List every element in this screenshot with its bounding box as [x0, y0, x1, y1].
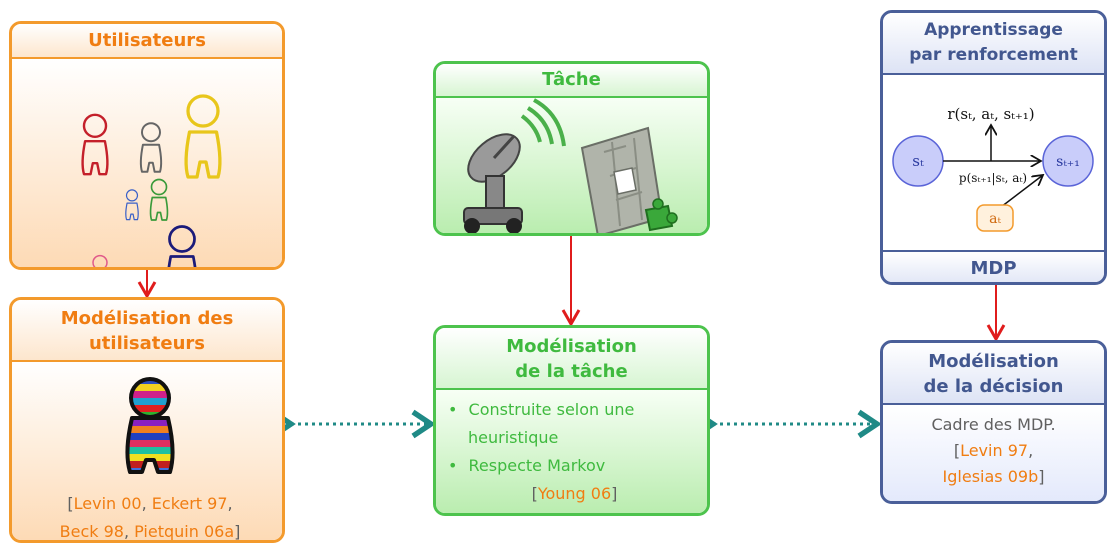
ref-separator: , — [141, 494, 152, 513]
decision-references-line-1: [Levin 97, — [883, 438, 1104, 464]
bullet-dot: • — [448, 456, 458, 475]
title-line-1: Apprentissage — [924, 20, 1063, 40]
box-modelisation-decision: Modélisation de la décision Cadre des MD… — [880, 340, 1107, 504]
title-line-2: par renforcement — [909, 45, 1078, 65]
bracket-open: [ — [531, 484, 538, 503]
box-title: Utilisateurs — [12, 24, 282, 59]
box-title: Tâche — [436, 64, 707, 98]
transition-label: p(sₜ₊₁|sₜ, aₜ) — [959, 171, 1027, 185]
users-illustration — [12, 59, 282, 267]
ref-separator: , — [227, 494, 233, 513]
ref-pietquin-06a[interactable]: Pietquin 06a — [134, 522, 235, 541]
bracket-close: ] — [234, 522, 241, 541]
user-model-body: [Levin 00, Eckert 97, Beck 98, Pietquin … — [12, 362, 282, 541]
task-model-body: • Construite selon une heuristique • Res… — [436, 390, 707, 513]
user-model-references: [Levin 00, Eckert 97, Beck 98, Pietquin … — [12, 490, 282, 541]
title-line-1: Modélisation — [928, 351, 1059, 372]
box-title: Modélisation des utilisateurs — [12, 300, 282, 362]
task-model-reference: [Young 06] — [436, 480, 707, 508]
task-illustration — [436, 98, 707, 233]
title-line-2: de la décision — [923, 376, 1064, 397]
ref-young-06[interactable]: Young 06 — [537, 484, 612, 503]
box-modelisation-utilisateurs: Modélisation des utilisateurs — [9, 297, 285, 543]
mdp-diagram: r(sₜ, aₜ, sₜ₊₁) sₜ sₜ₊₁ p(sₜ₊₁|sₜ, aₜ) a… — [883, 75, 1104, 250]
action-node — [976, 204, 1014, 232]
title-line-1: Modélisation — [506, 336, 637, 357]
bracket-close: ] — [1038, 467, 1045, 486]
bracket-open: [ — [953, 441, 961, 460]
ref-iglesias-09b[interactable]: Iglesias 09b — [942, 467, 1039, 486]
title-line-2: utilisateurs — [88, 333, 205, 354]
striped-user-figure-icon — [125, 377, 175, 474]
bullet-2: • Respecte Markov — [448, 452, 605, 480]
satellite-dish-icon — [463, 98, 566, 233]
ref-beck-98[interactable]: Beck 98 — [59, 522, 124, 541]
bullet-dot: • — [448, 400, 458, 419]
bullet-1-continuation: heuristique — [468, 428, 559, 447]
references-line-1: [Levin 00, Eckert 97, — [12, 490, 282, 518]
bullet-1: • Construite selon une — [448, 396, 634, 424]
box-modelisation-tache: Modélisation de la tâche • Construite se… — [433, 325, 710, 516]
next-state-label: sₜ₊₁ — [1056, 154, 1080, 170]
ref-separator: , — [1028, 441, 1034, 460]
title-line-1: Modélisation des — [60, 308, 234, 329]
decision-text: Cadre des MDP. — [931, 415, 1056, 434]
box-title: Apprentissage par renforcement — [883, 13, 1104, 75]
bullet-2-text: Respecte Markov — [468, 456, 606, 475]
box-title: Modélisation de la décision — [883, 343, 1104, 405]
references-line-2: Beck 98, Pietquin 06a] — [12, 518, 282, 541]
box-title: Modélisation de la tâche — [436, 328, 707, 390]
ref-separator: , — [123, 522, 135, 541]
action-label: aₜ — [989, 211, 1001, 227]
user-figures-icon — [81, 94, 222, 267]
decision-references-line-2: Iglesias 09b] — [883, 464, 1104, 490]
box-footer: MDP — [883, 250, 1104, 282]
bracket-close: ] — [611, 484, 618, 503]
title-line-2: de la tâche — [515, 361, 628, 382]
decision-model-body: Cadre des MDP. [Levin 97, Iglesias 09b] — [883, 405, 1104, 501]
ref-levin-97[interactable]: Levin 97 — [960, 441, 1029, 460]
bullet-1-text: Construite selon une — [468, 400, 635, 419]
ref-eckert-97[interactable]: Eckert 97 — [151, 494, 228, 513]
state-label: sₜ — [912, 152, 924, 170]
mdp-graph: r(sₜ, aₜ, sₜ₊₁) sₜ sₜ₊₁ p(sₜ₊₁|sₜ, aₜ) a… — [892, 105, 1094, 232]
bracket-open: [ — [67, 494, 74, 513]
next-state-node — [1042, 135, 1094, 187]
box-tache: Tâche — [433, 61, 710, 236]
box-apprentissage: Apprentissage par renforcement r(sₜ, aₜ,… — [880, 10, 1107, 285]
puzzle-icon — [580, 126, 678, 233]
box-utilisateurs: Utilisateurs — [9, 21, 285, 270]
reward-label: r(sₜ, aₜ, sₜ₊₁) — [947, 105, 1034, 123]
ref-levin-00[interactable]: Levin 00 — [73, 494, 142, 513]
